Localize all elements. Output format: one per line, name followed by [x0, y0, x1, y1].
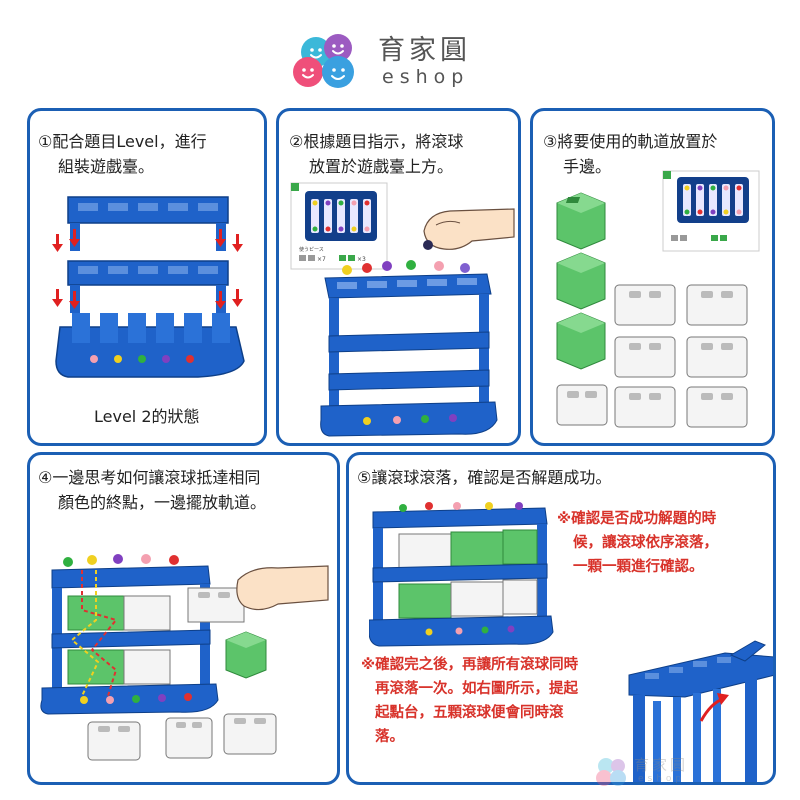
step-4-line-1: ④一邊思考如何讓滾球抵達相同 [38, 468, 261, 487]
problem-card-illustration: 使うピース ×7 ×3 [290, 182, 388, 270]
track-blocks-illustration [556, 192, 748, 428]
step-panel-3: ③將要使用的軌道放置於 手邊。 [530, 108, 775, 446]
note-1-line-1: ※確認是否成功解題的時 [557, 511, 717, 527]
step-3-line-1: ③將要使用的軌道放置於 [543, 132, 718, 151]
step-panel-4: ④一邊思考如何讓滾球抵達相同 顏色的終點，一邊擺放軌道。 [27, 452, 340, 785]
step-5-line-1: ⑤讓滾球滾落，確認是否解題成功。 [357, 468, 612, 487]
hand-placing-ball-illustration [423, 208, 515, 250]
step-4-line-2: 顏色的終點，一邊擺放軌道。 [58, 493, 267, 512]
note-2-line-2: 再滾落一次。如右圖所示，提起 [375, 681, 578, 697]
note-1-line-3: 一顆一顆進行確認。 [573, 559, 704, 575]
step-panel-5: ⑤讓滾球滾落，確認是否解題成功。 ※確認是否成功解題的時 候，讓滾球依序滾落， … [346, 452, 776, 785]
card-green-count: ×3 [357, 256, 366, 263]
lift-start-platform-illustration [628, 640, 773, 782]
watermark-sub: eshop [638, 774, 686, 784]
problem-card-small-illustration [662, 170, 760, 252]
card-piece-label: 使うピース [299, 246, 324, 253]
level-caption: Level 2的狀態 [94, 407, 200, 426]
note-2-line-4: 落。 [375, 729, 404, 745]
placing-tracks-illustration [40, 554, 329, 761]
watermark: 育家圓 eshop [582, 752, 702, 792]
step-1-line-2: 組裝遊戲臺。 [58, 157, 155, 176]
tower-with-balls-illustration [320, 260, 498, 437]
brand-name: 育家圓 [378, 35, 471, 66]
assembly-tower-illustration [52, 196, 245, 378]
watermark-faces-icon [596, 758, 626, 786]
watermark-name: 育家圓 [634, 756, 689, 774]
note-1-line-2: 候，讓滾球依序滾落， [573, 535, 718, 551]
step-1-line-1: ①配合題目Level，進行 [38, 132, 207, 151]
step-3-line-2: 手邊。 [563, 157, 612, 176]
step-2-line-1: ②根據題目指示，將滾球 [289, 132, 464, 151]
family-faces-icon [293, 34, 354, 88]
completed-tower-illustration [369, 502, 554, 647]
green-track-blocks [556, 192, 606, 370]
brand-logo: 育家圓 eshop [286, 22, 516, 92]
note-2-line-3: 起點台，五顆滾球便會同時滾 [375, 705, 564, 721]
card-gray-count: ×7 [317, 256, 326, 263]
brand-sub: eshop [382, 66, 470, 88]
step-panel-2: ②根據題目指示，將滾球 放置於遊戲臺上方。 使うピース ×7 ×3 [276, 108, 521, 446]
step-panel-1: ①配合題目Level，進行 組裝遊戲臺。 Level 2的狀態 [27, 108, 267, 446]
step-2-line-2: 放置於遊戲臺上方。 [309, 157, 454, 176]
note-2-line-1: ※確認完之後，再讓所有滾球同時 [361, 657, 579, 673]
